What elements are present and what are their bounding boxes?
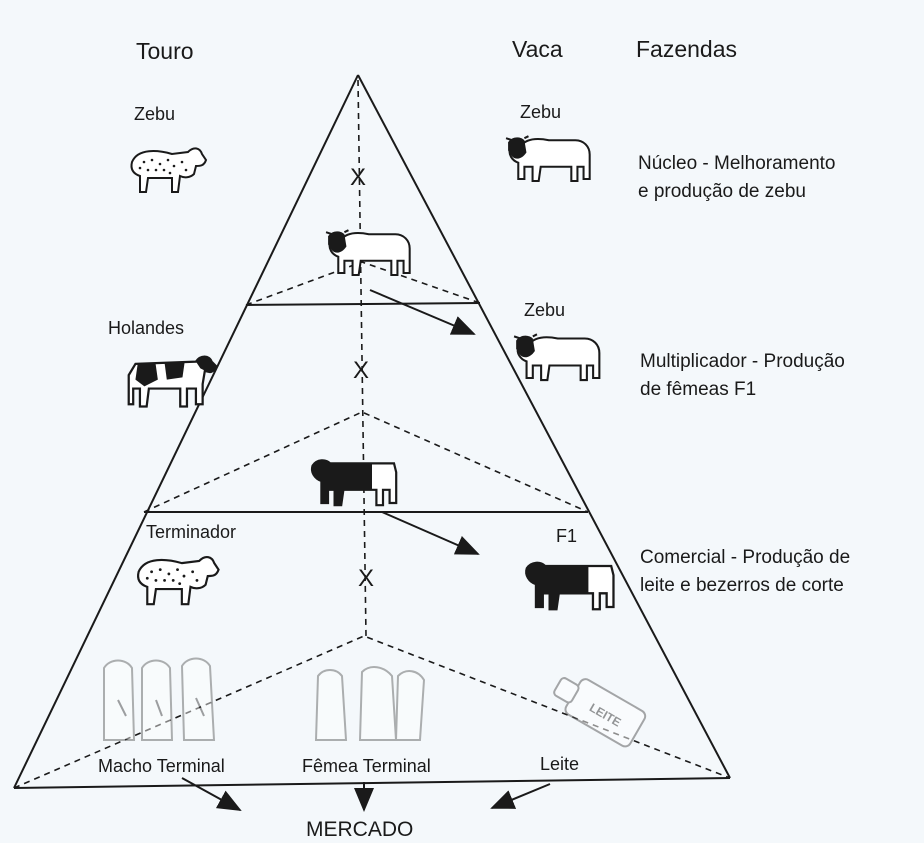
arrow-male-to-market (182, 778, 240, 810)
tier3-cow-label: F1 (556, 526, 577, 547)
tier2-cow-label: Zebu (524, 300, 565, 321)
tier1-cow-label: Zebu (520, 102, 561, 123)
terminal-males-icon (104, 659, 214, 741)
product-male-terminal-label: Macho Terminal (98, 756, 225, 777)
cross-mark-1: X (350, 164, 366, 191)
f1-offspring-icon (312, 460, 396, 505)
zebu-cow-tier2-icon (514, 334, 599, 380)
tier3-farm-desc-line2: leite e bezerros de corte (640, 572, 844, 600)
tier1-bull-label: Zebu (134, 104, 175, 125)
header-farms: Fazendas (636, 36, 737, 63)
cross-mark-2: X (353, 357, 369, 384)
tier3-farm-desc-line1: Comercial - Produção de (640, 544, 920, 572)
tier2-farm-desc-line2: de fêmeas F1 (640, 376, 756, 404)
f1-cow-icon (526, 563, 613, 609)
header-bull: Touro (136, 38, 194, 65)
terminator-bull-icon (138, 557, 218, 604)
market-label: MERCADO (306, 818, 413, 842)
holstein-bull-icon (129, 357, 216, 407)
zebu-cow-icon (506, 136, 590, 181)
arrow-milk-to-market (492, 784, 550, 808)
cross-marks: X X X (350, 164, 374, 592)
header-cow: Vaca (512, 36, 563, 63)
tier3-bull-label: Terminador (146, 522, 236, 543)
cross-mark-3: X (358, 565, 374, 592)
arrow-tier2-to-tier3 (382, 512, 478, 554)
zebu-cow-offspring-icon (326, 230, 410, 275)
product-female-terminal-label: Fêmea Terminal (302, 756, 431, 777)
terminal-females-icon (316, 667, 424, 740)
milk-carton-icon: LEITE (548, 668, 648, 749)
tier2-bull-label: Holandes (108, 318, 184, 339)
product-milk-label: Leite (540, 754, 579, 775)
arrow-tier1-to-tier2 (370, 290, 474, 334)
tier1-farm-desc-line2: e produção de zebu (638, 178, 806, 206)
zebu-bull-icon (131, 148, 206, 192)
tier1-farm-desc-line1: Núcleo - Melhoramento (638, 150, 835, 178)
tier2-farm-desc-line1: Multiplicador - Produção (640, 348, 845, 376)
